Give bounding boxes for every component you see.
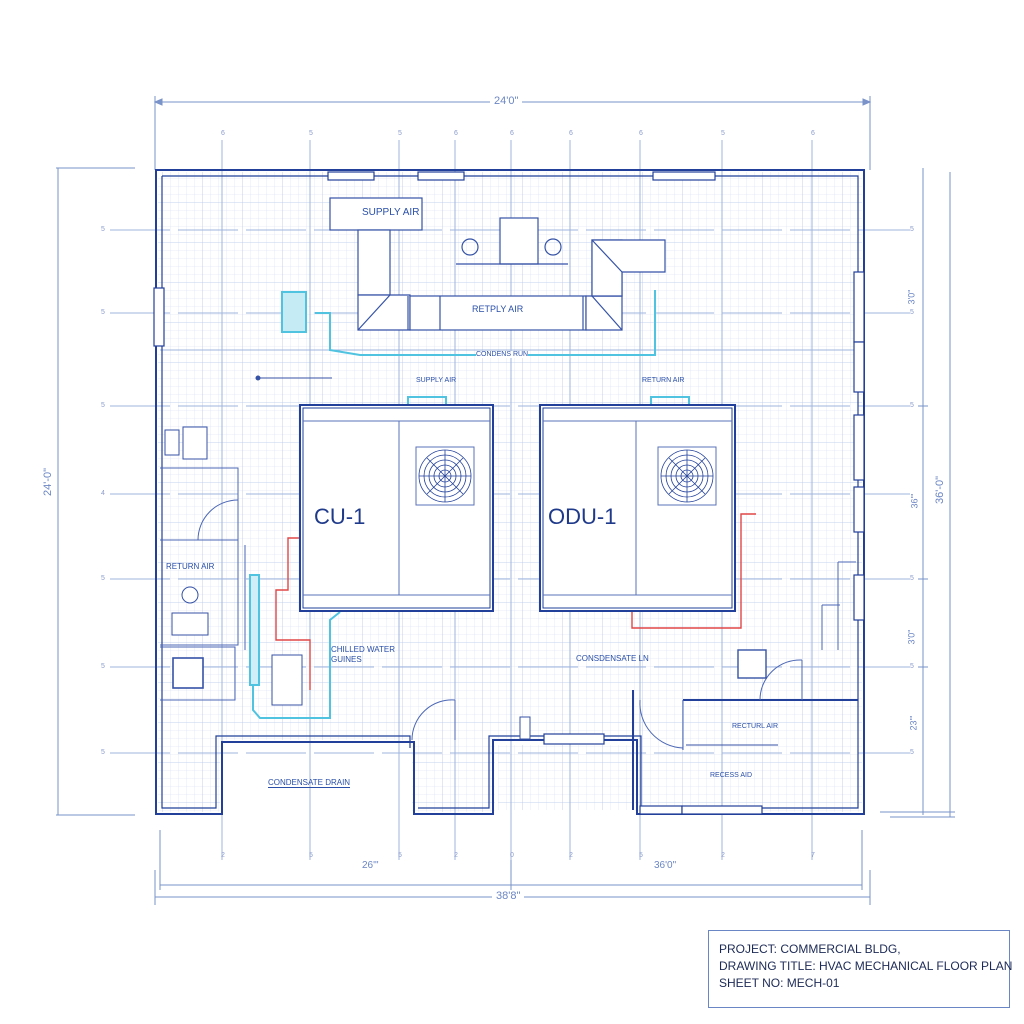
tick-right: 5 — [910, 309, 914, 316]
tick-top: 6 — [454, 130, 458, 137]
title-block: PROJECT: COMMERCIAL BLDG, DRAWING TITLE:… — [708, 930, 1013, 1008]
label-return-air-left: RETURN AIR — [166, 562, 215, 571]
tick-right: 5 — [910, 402, 914, 409]
tick-bottom: 5 — [309, 852, 313, 859]
label-return-air-duct: RETPLY AIR — [472, 304, 524, 314]
tick-left: 5 — [101, 663, 105, 670]
project-name: PROJECT: COMMERCIAL BLDG, — [719, 942, 901, 956]
dimension-bottom-overall: 38'8" — [492, 890, 525, 902]
windows — [153, 171, 865, 815]
dimension-right-seg1: 3'0" — [906, 289, 917, 305]
drawing-title: DRAWING TITLE: HVAC MECHANICAL FLOOR PLA… — [719, 959, 1013, 973]
tick-right: 5 — [910, 575, 914, 582]
misc-equipment — [164, 375, 778, 746]
tick-right: 5 — [910, 663, 914, 670]
dimension-right-overall: 36'-0" — [934, 471, 947, 509]
tick-top: 5 — [398, 130, 402, 137]
dimension-left-overall: 24'-0" — [42, 463, 55, 501]
tick-top: 5 — [309, 130, 313, 137]
label-recess: RECESS AID — [710, 772, 753, 779]
tick-top: 6 — [510, 130, 514, 137]
cu-1-unit — [299, 404, 494, 612]
tick-left: 4 — [101, 490, 105, 497]
dimension-right-seg4: 23'" — [908, 715, 919, 731]
tick-left: 5 — [101, 226, 105, 233]
equipment-tag-cu-1: CU-1 — [314, 504, 366, 529]
tick-top: 5 — [721, 130, 725, 137]
equipment-tag-odu-1: ODU-1 — [548, 504, 617, 529]
odu-1-unit — [539, 404, 736, 612]
interior-walls — [160, 467, 858, 810]
tick-left: 5 — [101, 309, 105, 316]
tick-left: 5 — [101, 402, 105, 409]
tick-top: 6 — [639, 130, 643, 137]
tick-left: 5 — [101, 575, 105, 582]
tick-bottom: 5 — [639, 852, 643, 859]
tick-left: 5 — [101, 749, 105, 756]
tick-bottom: 2 — [569, 852, 573, 859]
grid — [158, 172, 862, 812]
dimension-right-seg2: 36'" — [909, 493, 920, 509]
tick-bottom: 2 — [221, 852, 225, 859]
tick-right: 5 — [910, 749, 914, 756]
dimension-bottom-left: 26'" — [358, 860, 383, 871]
tick-bottom: 0 — [510, 852, 514, 859]
tick-top: 6 — [221, 130, 225, 137]
label-chilled-water-2: GUINES — [331, 655, 362, 664]
label-chilled-water: CHILLED WATER — [331, 645, 396, 654]
dimension-right-seg3: 3'0" — [906, 629, 917, 645]
label-return-air-odu: RETURN AIR — [642, 377, 685, 384]
label-return-air-room: RECTURL AIR — [732, 723, 779, 730]
label-condensate-line: CONSDENSATE LN — [576, 654, 649, 663]
tick-right: 5 — [910, 226, 914, 233]
tick-bottom: 2 — [454, 852, 458, 859]
dimension-bottom-right: 36'0" — [650, 860, 681, 871]
label-condensate-drain: CONDENSATE DRAIN — [268, 778, 351, 788]
label-supply-air-cu: SUPPLY AIR — [416, 377, 457, 384]
tick-bottom: 5 — [398, 852, 402, 859]
sheet-number: SHEET NO: MECH-01 — [719, 976, 840, 990]
tick-top: 6 — [569, 130, 573, 137]
ductwork — [329, 197, 666, 331]
tick-top: 6 — [811, 130, 815, 137]
label-condensate-run: CONDENS RUN — [476, 351, 529, 358]
dimension-top-overall: 24'0" — [490, 95, 523, 107]
tick-bottom: 7 — [811, 852, 815, 859]
label-supply-air: SUPPLY AIR — [362, 207, 420, 218]
tick-bottom: 2 — [721, 852, 725, 859]
refrigerant-piping — [275, 513, 756, 690]
